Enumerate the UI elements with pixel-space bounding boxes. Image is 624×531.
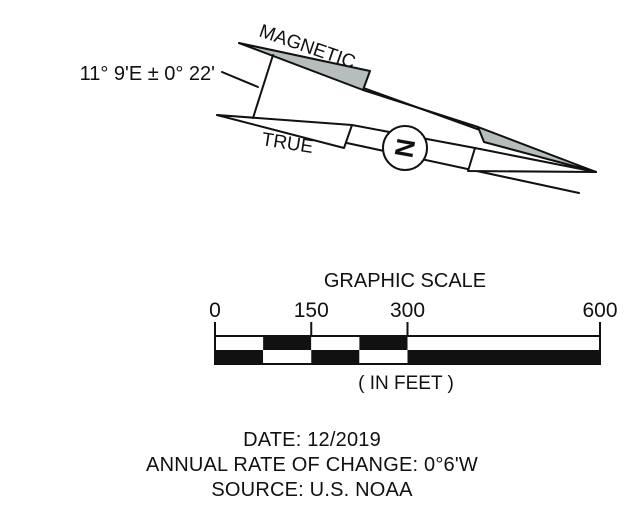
declination-bracket (252, 54, 274, 119)
scale-segment-top-0 (215, 336, 264, 350)
scale-title: GRAPHIC SCALE (324, 270, 486, 292)
scale-segment-bottom-2 (311, 350, 360, 364)
magnetic-arrow-head-feather (477, 126, 597, 173)
scale-segment-bottom-3 (359, 350, 408, 364)
declination-leader (221, 71, 259, 88)
north-circle (382, 125, 428, 171)
scale-segment-top-4 (407, 336, 600, 350)
scale-segment-top-3 (359, 336, 408, 350)
scale-tick-label-1: 150 (294, 299, 329, 322)
info-block: DATE: 12/2019 ANNUAL RATE OF CHANGE: 0°6… (0, 428, 624, 503)
magnetic-arrow-lower-edge (362, 89, 479, 128)
scale-segment-bottom-4 (407, 350, 600, 364)
scale-tick-label-0: 0 (209, 299, 221, 322)
north-arrow (216, 42, 597, 194)
annual-rate-text: ANNUAL RATE OF CHANGE: 0°6'W (146, 454, 478, 476)
graphic-scale: GRAPHIC SCALE 0 150 300 600 ( IN FEET ) (209, 270, 617, 394)
north-symbol: N (382, 125, 428, 171)
scale-segment-bottom-0 (215, 350, 264, 364)
scale-tick-label-2: 300 (390, 299, 425, 322)
date-text: DATE: 12/2019 (243, 429, 381, 451)
true-arrow-tail-flag (216, 114, 353, 149)
scale-tick-labels: 0 150 300 600 (209, 299, 617, 322)
declination-label: 11° 9'E ± 0° 22' (80, 63, 215, 85)
scale-segment-top-1 (263, 336, 312, 350)
source-text: SOURCE: U.S. NOAA (211, 479, 413, 501)
scale-unit-label: ( IN FEET ) (358, 373, 454, 394)
scale-segment-top-2 (311, 336, 360, 350)
scale-segment-bottom-1 (263, 350, 312, 364)
scale-tick-label-3: 600 (582, 299, 617, 322)
magnetic-arrow-tail-feather (238, 42, 371, 91)
scale-bar (214, 322, 601, 365)
north-letter: N (389, 136, 422, 160)
true-arrow-head-flag (467, 147, 597, 173)
